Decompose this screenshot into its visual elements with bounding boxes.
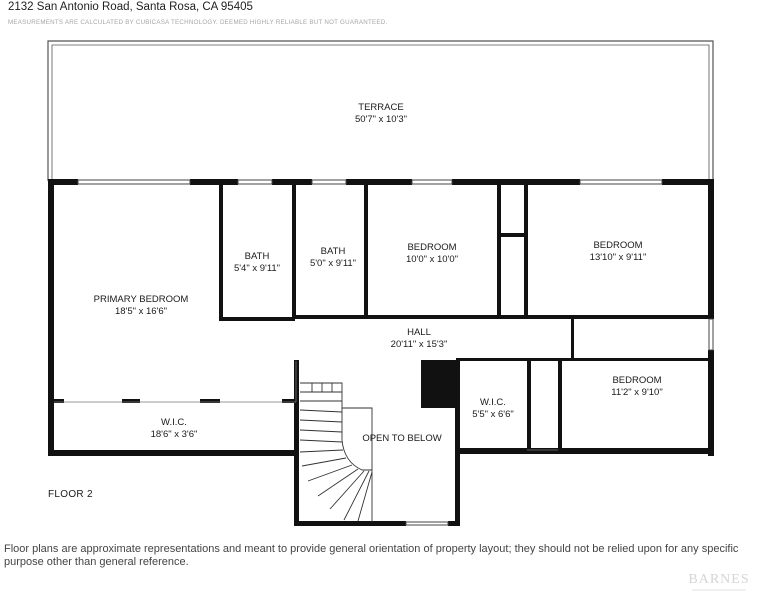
primary-bedroom-name: PRIMARY BEDROOM [93, 294, 189, 305]
room-label-bedroom-1: BEDROOM 10'0" x 10'0" [406, 242, 458, 266]
terrace-name: TERRACE [358, 102, 404, 113]
wic-2-name: W.I.C. [480, 397, 506, 408]
bedroom-2-name: BEDROOM [593, 240, 643, 251]
wic-primary-dims: 18'6" x 3'6" [150, 429, 198, 440]
primary-bedroom-dims: 18'5" x 16'6" [114, 306, 168, 317]
room-label-wic-2: W.I.C. 5'5" x 6'6" [472, 397, 514, 421]
windows [77, 179, 714, 526]
bedroom-2-dims: 13'10" x 9'11" [589, 252, 647, 263]
wic-primary-name: W.I.C. [161, 417, 187, 428]
exterior-walls [48, 179, 714, 526]
terrace-outline [47, 40, 714, 181]
room-label-wic-primary: W.I.C. 18'6" x 3'6" [151, 417, 198, 441]
bedroom-1-dims: 10'0" x 10'0" [405, 254, 459, 265]
open-to-below-name: OPEN TO BELOW [362, 433, 442, 444]
door-lines [54, 361, 558, 451]
room-label-bath-1: BATH 5'4" x 9'11" [234, 251, 280, 275]
bedroom-3-dims: 11'2" x 9'10" [611, 387, 663, 398]
hall-name: HALL [407, 327, 431, 338]
room-label-primary-bedroom: PRIMARY BEDROOM 18'5" x 16'6" [94, 294, 189, 318]
bedroom-1-name: BEDROOM [407, 242, 457, 253]
staircase [299, 382, 373, 522]
bath-2-dims: 5'0" x 9'11" [309, 258, 357, 269]
measurement-disclaimer: MEASUREMENTS ARE CALCULATED BY CUBICASA … [8, 19, 388, 26]
bath-2-name: BATH [320, 246, 346, 257]
room-label-bath-2: BATH 5'0" x 9'11" [310, 246, 356, 270]
room-label-open-to-below: OPEN TO BELOW [362, 433, 441, 445]
hall-dims: 20'11" x 15'3" [390, 339, 448, 350]
footer-disclaimer: Floor plans are approximate representati… [4, 543, 739, 568]
interior-walls [54, 185, 708, 450]
brokerage-watermark: BARNES [688, 572, 749, 591]
wic-2-dims: 5'5" x 6'6" [472, 409, 514, 420]
room-label-bedroom-3: BEDROOM 11'2" x 9'10" [611, 375, 662, 399]
bedroom-3-name: BEDROOM [612, 375, 662, 386]
bath-1-dims: 5'4" x 9'11" [233, 263, 281, 274]
property-address: 2132 San Antonio Road, Santa Rosa, CA 95… [8, 1, 253, 13]
room-label-bedroom-2: BEDROOM 13'10" x 9'11" [590, 240, 647, 264]
room-label-hall: HALL 20'11" x 15'3" [391, 327, 448, 351]
bath-1-name: BATH [244, 251, 270, 262]
floor-label: FLOOR 2 [48, 489, 93, 500]
room-label-terrace: TERRACE 50'7" x 10'3" [355, 102, 407, 126]
watermark-text: BARNES [688, 572, 749, 587]
terrace-dims: 50'7" x 10'3" [354, 114, 408, 125]
